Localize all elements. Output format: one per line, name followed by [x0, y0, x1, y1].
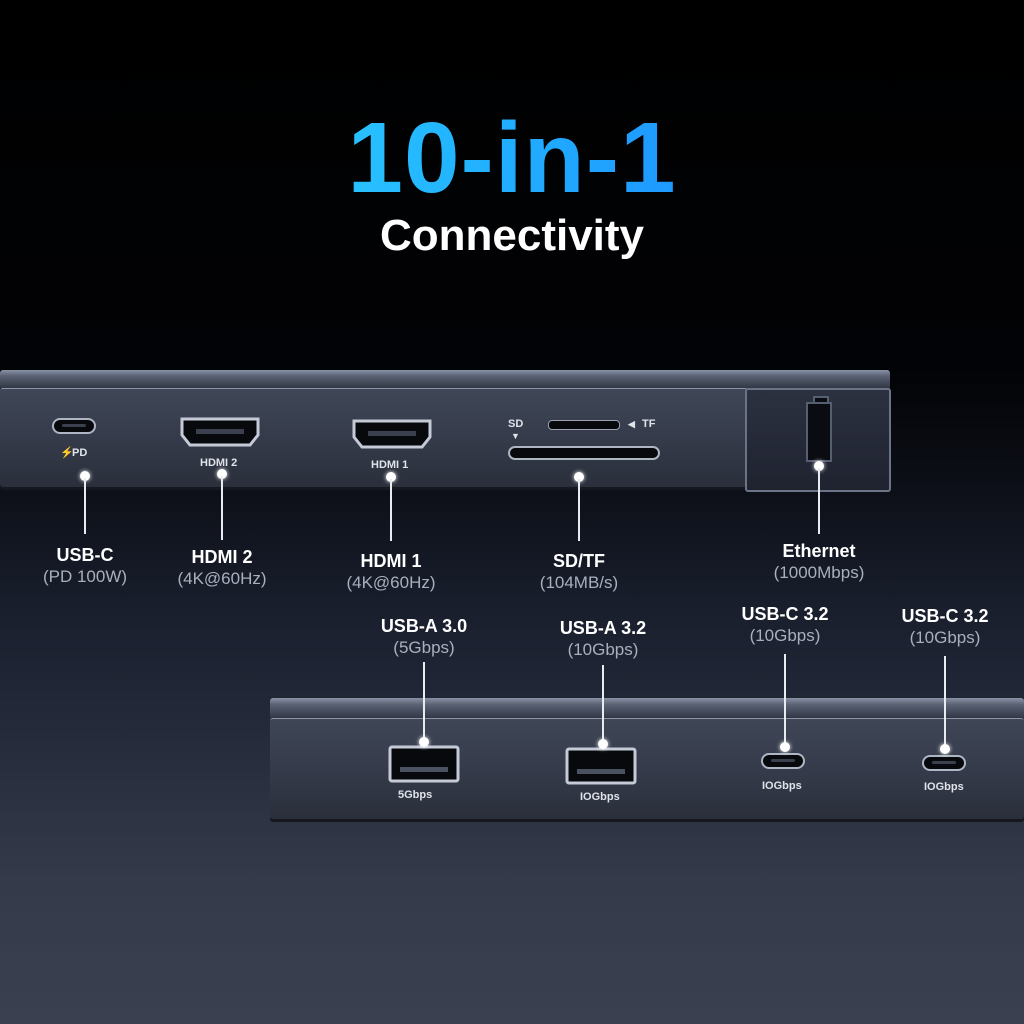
usb-c-3-2-first-pointer-dot [780, 742, 790, 752]
callout-hdmi-2-name: HDMI 2 [191, 547, 253, 567]
upper-hub-top-surface [0, 370, 890, 390]
ethernet-leader-line [818, 468, 820, 534]
sd-tf-leader-line [578, 479, 580, 541]
usb-c-pd-port-label: PD [72, 447, 88, 459]
usb-a-3-2-port-label: IOGbps [580, 791, 620, 803]
callout-usb-a-3-2: USB-A 3.2 (10Gbps) [543, 617, 663, 661]
callout-ethernet-spec: (1000Mbps) [773, 563, 865, 582]
usb-a-3-2-pointer-dot [598, 739, 608, 749]
usb-c-3-2-port-first [761, 753, 805, 769]
hdmi-2-pointer-dot [217, 469, 227, 479]
callout-usb-c-spec: (PD 100W) [42, 567, 128, 586]
headline-subtitle: Connectivity [379, 211, 645, 260]
sd-arrow-icon: ▼ [511, 431, 520, 441]
lower-hub-front-face [270, 718, 1024, 819]
callout-usb-c-3-2-first-name: USB-C 3.2 [741, 604, 829, 624]
usb-a-3-0-port-label: 5Gbps [398, 789, 433, 801]
callout-usb-a-3-0: USB-A 3.0 (5Gbps) [364, 615, 484, 659]
callout-usb-a-3-2-spec: (10Gbps) [567, 640, 639, 659]
hdmi-2-port [180, 417, 260, 447]
callout-ethernet-name: Ethernet [782, 541, 856, 561]
usb-a-3-2-port [565, 747, 637, 785]
callout-usb-a-3-2-name: USB-A 3.2 [559, 618, 647, 638]
tf-arrow-icon: ◀ [628, 419, 635, 429]
sd-card-slot [508, 446, 660, 460]
callout-usb-c-name: USB-C [56, 545, 114, 565]
ethernet-pointer-dot [814, 461, 824, 471]
callout-sd-tf-spec: (104MB/s) [539, 573, 619, 592]
hdmi-1-pointer-dot [386, 472, 396, 482]
usb-a-3-2-leader-line [602, 665, 604, 741]
ethernet-port [806, 402, 832, 462]
sd-tf-pointer-dot [574, 472, 584, 482]
usb-a-3-0-pointer-dot [419, 737, 429, 747]
callout-usb-c-3-2-first-spec: (10Gbps) [749, 626, 821, 645]
usb-c-3-2-second-pointer-dot [940, 744, 950, 754]
ethernet-port-clip [813, 396, 829, 406]
usb-a-3-0-port [388, 745, 460, 783]
callout-usb-a-3-0-name: USB-A 3.0 [380, 616, 468, 636]
callout-sd-tf-name: SD/TF [553, 551, 605, 571]
lower-hub-top-surface [270, 698, 1024, 720]
lightning-icon: ⚡ [60, 447, 74, 459]
usb-c-leader-line [84, 478, 86, 534]
tf-slot-label: TF [642, 418, 656, 430]
usb-c-3-2-port-second-label: IOGbps [924, 781, 964, 793]
usb-c-3-2-first-leader-line [784, 654, 786, 744]
callout-hdmi-2: HDMI 2 (4K@60Hz) [162, 546, 282, 590]
usb-c-3-2-second-leader-line [944, 656, 946, 746]
hdmi-2-port-label: HDMI 2 [200, 457, 238, 469]
callout-usb-c: USB-C (PD 100W) [25, 544, 145, 588]
callout-hdmi-1: HDMI 1 (4K@60Hz) [331, 550, 451, 594]
callout-usb-c-3-2-second: USB-C 3.2 (10Gbps) [885, 605, 1005, 649]
callout-hdmi-1-name: HDMI 1 [360, 551, 422, 571]
callout-usb-c-3-2-second-spec: (10Gbps) [909, 628, 981, 647]
callout-usb-c-3-2-second-name: USB-C 3.2 [901, 606, 989, 626]
hdmi-2-leader-line [221, 476, 223, 540]
hdmi-1-port [352, 419, 432, 449]
usb-c-pd-port [52, 418, 96, 434]
callout-hdmi-1-spec: (4K@60Hz) [346, 573, 436, 592]
usb-c-3-2-port-second [922, 755, 966, 771]
tf-card-slot [548, 420, 620, 430]
hdmi-1-port-label: HDMI 1 [371, 459, 409, 471]
usb-c-3-2-port-first-label: IOGbps [762, 780, 802, 792]
usb-a-3-0-leader-line [423, 662, 425, 740]
callout-usb-c-3-2-first: USB-C 3.2 (10Gbps) [725, 603, 845, 647]
callout-hdmi-2-spec: (4K@60Hz) [177, 569, 267, 588]
callout-usb-a-3-0-spec: (5Gbps) [393, 638, 455, 657]
callout-ethernet: Ethernet (1000Mbps) [749, 540, 889, 584]
usb-c-pointer-dot [80, 471, 90, 481]
headline-title: 10-in-1 [0, 108, 1024, 208]
sd-slot-label: SD [508, 418, 524, 430]
callout-sd-tf: SD/TF (104MB/s) [519, 550, 639, 594]
hdmi-1-leader-line [390, 479, 392, 541]
